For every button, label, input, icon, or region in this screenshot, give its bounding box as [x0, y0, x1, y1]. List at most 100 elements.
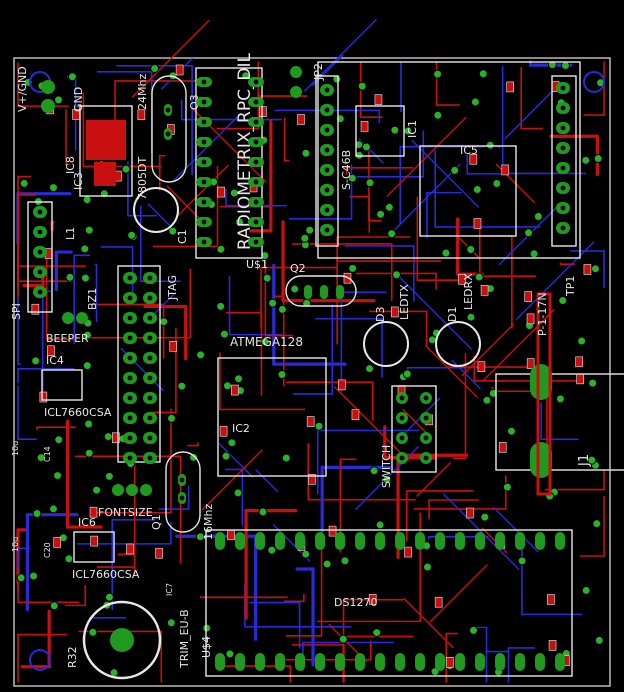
via: [104, 592, 114, 602]
via: [49, 601, 59, 611]
pad-hole: [253, 79, 259, 85]
via: [195, 532, 205, 542]
via: [267, 545, 277, 555]
trace: [176, 164, 229, 217]
via: [382, 475, 392, 485]
through-hole-pad: [255, 532, 265, 550]
smd-pad: [297, 114, 305, 125]
label-beeper: BEEPER: [46, 332, 89, 345]
via: [314, 421, 324, 431]
smd-pad: [169, 340, 178, 352]
via: [354, 140, 364, 150]
trace: [386, 116, 467, 198]
trace: [425, 345, 478, 398]
smd-pad: [368, 594, 377, 605]
trace: [397, 275, 472, 350]
pad-hole: [253, 99, 259, 105]
through-hole-pad: [335, 653, 345, 671]
jp2-header-outline: [315, 75, 339, 247]
via: [322, 559, 332, 569]
through-hole-pad: [336, 285, 344, 299]
via: [433, 110, 443, 120]
smd-pad: [480, 285, 489, 296]
led-d3: [363, 321, 409, 367]
smd-pad: [39, 391, 48, 403]
pad-hole: [127, 355, 133, 361]
through-hole-pad: [375, 653, 385, 671]
trace: [442, 493, 520, 570]
via: [234, 374, 244, 384]
via: [92, 485, 102, 495]
smd-pad: [458, 273, 466, 285]
via: [466, 244, 476, 254]
via: [80, 244, 90, 254]
through-hole-pad: [395, 532, 405, 550]
pad-hole: [253, 159, 259, 165]
pad-hole: [324, 167, 330, 173]
smd-pad: [434, 596, 443, 608]
via: [485, 140, 495, 150]
through-hole-pad: [140, 484, 152, 496]
board-outline: [13, 57, 611, 687]
j1-pad-2: [530, 442, 552, 478]
via: [290, 284, 300, 294]
label-jp2: JP2: [312, 63, 325, 81]
pad-hole: [147, 295, 153, 301]
ic4-outline: [41, 369, 83, 401]
via: [588, 378, 598, 388]
via: [177, 381, 187, 391]
via: [67, 72, 77, 82]
pad-hole: [253, 139, 259, 145]
via: [332, 74, 342, 84]
smd-pad: [506, 81, 514, 93]
via: [16, 573, 26, 583]
through-hole-pad: [455, 653, 465, 671]
through-hole-pad: [415, 532, 425, 550]
pad-hole: [423, 455, 429, 461]
label-pwr: P-1-17N: [536, 292, 549, 336]
smd-pad: [524, 291, 532, 302]
via: [121, 164, 131, 174]
smd-pad: [155, 547, 163, 559]
smd-pad: [374, 94, 383, 105]
smd-pad: [498, 442, 507, 453]
via: [268, 298, 278, 308]
trace: [416, 462, 451, 497]
trace: [403, 597, 454, 649]
through-hole-pad: [355, 532, 365, 550]
through-hole-pad: [495, 532, 505, 550]
ds1270-outline: [205, 529, 573, 677]
pad-hole: [253, 179, 259, 185]
through-hole-pad: [295, 532, 305, 550]
through-hole-pad: [290, 86, 302, 98]
through-hole-pad: [515, 653, 525, 671]
via: [54, 95, 64, 105]
smd-pad: [31, 303, 40, 315]
label-ic8: IC8: [64, 156, 77, 174]
via: [88, 627, 98, 637]
q3-crystal-outline: [151, 75, 187, 183]
pad-hole: [253, 119, 259, 125]
through-hole-pad: [415, 653, 425, 671]
through-hole-pad: [290, 66, 302, 78]
via: [450, 165, 460, 175]
trace: [358, 138, 384, 164]
pad-hole: [37, 209, 43, 215]
smd-pad: [360, 121, 369, 132]
pad-hole: [201, 139, 207, 145]
smd-pad: [227, 529, 235, 541]
via: [64, 554, 74, 564]
via: [354, 150, 364, 160]
regulator-outline: [79, 105, 133, 197]
pad-hole: [324, 147, 330, 153]
label-q2: Q2: [290, 262, 306, 275]
pad-hole: [253, 239, 259, 245]
pad-hole: [201, 239, 207, 245]
through-hole-pad: [126, 484, 138, 496]
label-c1: C1: [176, 229, 189, 244]
smd-pad: [390, 306, 399, 318]
label-atmega: ATMEGA128: [230, 335, 303, 349]
through-hole-pad: [275, 532, 285, 550]
label-d1: D1: [446, 307, 459, 322]
pad-hole: [560, 185, 566, 191]
